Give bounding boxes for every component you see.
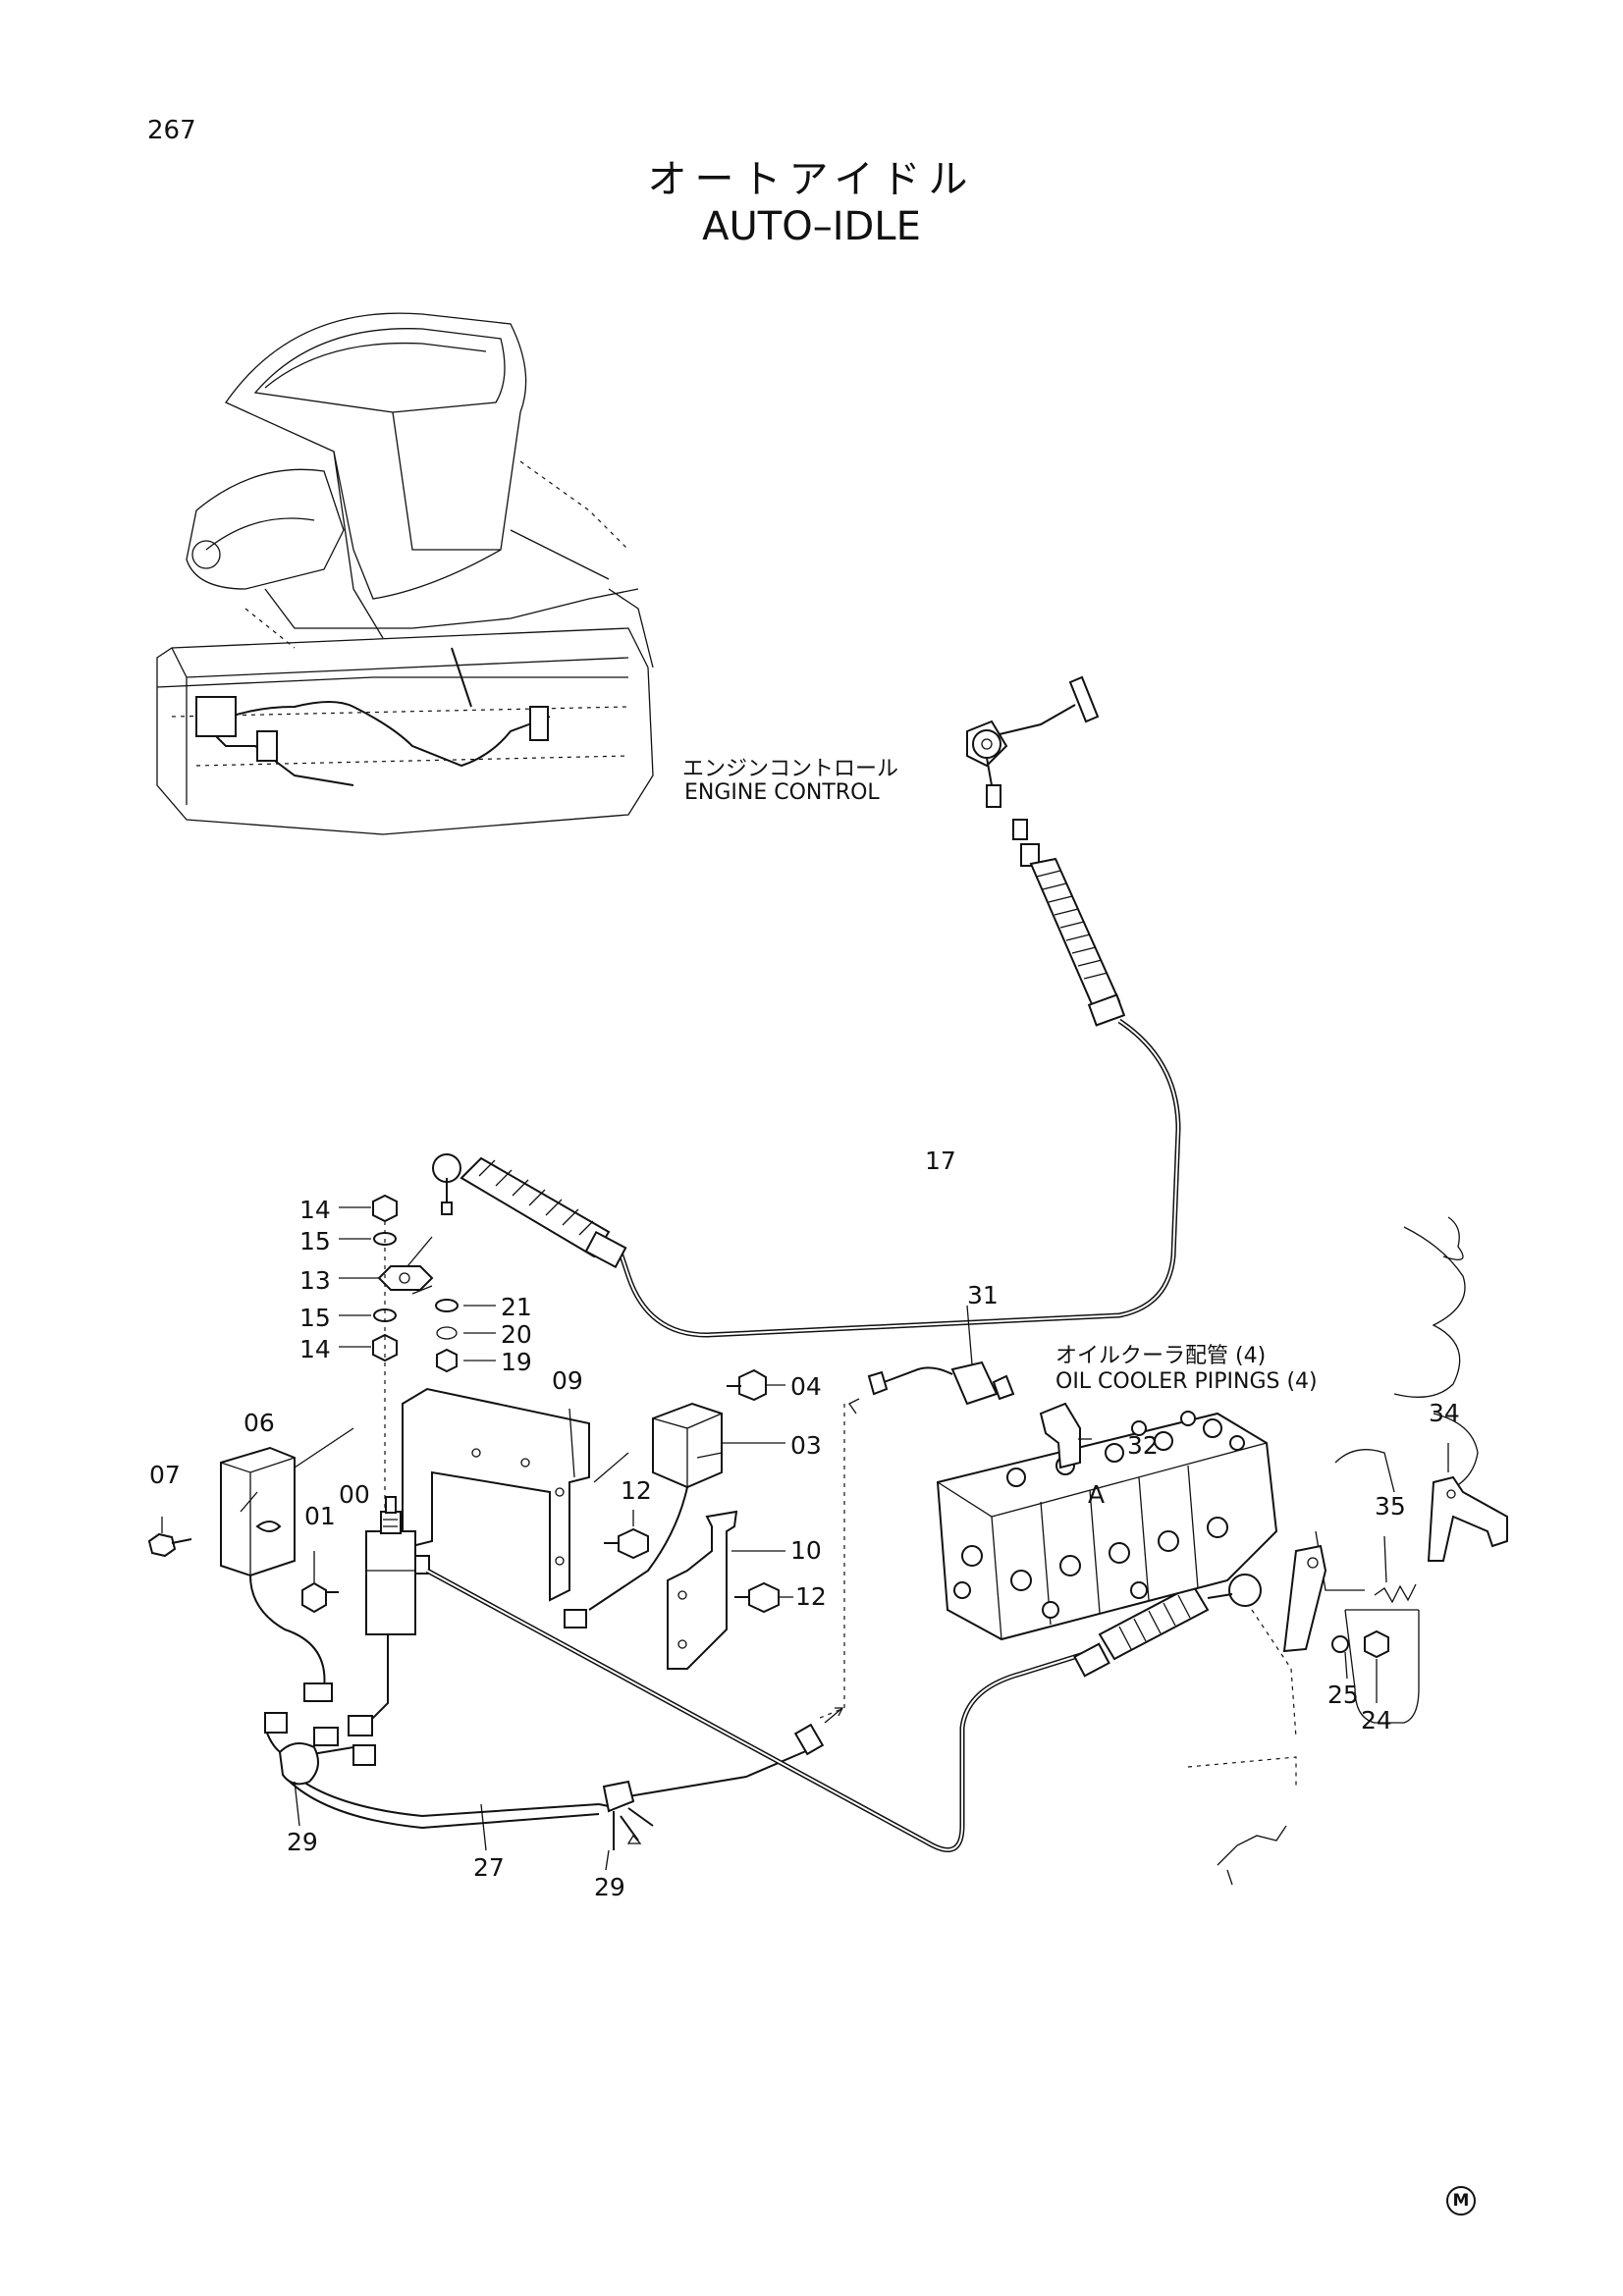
screw-07 <box>147 1517 192 1558</box>
upper-boot <box>1029 857 1126 1027</box>
control-cable-17 <box>432 857 1181 1338</box>
bracket-10 <box>667 1510 785 1670</box>
callout-27: 27 <box>473 1853 505 1882</box>
callout-03: 03 <box>790 1431 822 1460</box>
machine-overview-illustration <box>156 312 654 835</box>
control-valve-assembly <box>936 1402 1278 1641</box>
callout-19: 19 <box>501 1348 532 1376</box>
clamp-29-right <box>602 1780 654 1871</box>
callout-35: 35 <box>1375 1492 1406 1521</box>
clamp-29-left <box>278 1742 319 1827</box>
bracket-09 <box>402 1387 629 1602</box>
callout-10: 10 <box>790 1536 822 1565</box>
bolts-12 <box>604 1510 793 1614</box>
callout-00: 00 <box>339 1480 370 1509</box>
callout-15-upper: 15 <box>299 1227 331 1255</box>
callout-29-right: 29 <box>594 1873 625 1901</box>
callout-06: 06 <box>243 1409 275 1437</box>
page-title-japanese: オートアイドル <box>647 157 976 202</box>
screw-01 <box>301 1551 339 1614</box>
oil-cooler-label-japanese: オイルクーラ配管 (4) <box>1055 1344 1267 1368</box>
hardware-stack <box>339 1194 496 1531</box>
callout-12-upper: 12 <box>621 1476 652 1505</box>
callout-17: 17 <box>925 1147 956 1175</box>
lower-boot <box>432 1153 627 1269</box>
page-number: 267 <box>147 116 196 145</box>
wiring-harness-27 <box>249 1575 844 1851</box>
engine-control-label-english: ENGINE CONTROL <box>684 780 880 805</box>
callout-14-lower: 14 <box>299 1335 331 1363</box>
pump-control-cable <box>425 1568 1262 1852</box>
engine-side-illustration <box>1187 1216 1508 1886</box>
callout-13: 13 <box>299 1266 331 1295</box>
oil-cooler-label-english: OIL COOLER PIPINGS (4) <box>1055 1369 1318 1394</box>
callout-34: 34 <box>1429 1399 1460 1427</box>
callout-04: 04 <box>790 1372 822 1401</box>
callout-32: 32 <box>1127 1431 1159 1460</box>
callout-25: 25 <box>1327 1681 1359 1709</box>
engine-control-lever <box>966 675 1100 867</box>
callout-07: 07 <box>149 1461 181 1489</box>
damper-block-03 <box>564 1402 785 1629</box>
engine-control-label-japanese: エンジンコントロール <box>682 757 899 781</box>
callout-29-left: 29 <box>287 1828 318 1856</box>
callout-12-lower: 12 <box>795 1582 827 1611</box>
registered-mark: M <box>1446 2186 1476 2216</box>
view-a-label: A <box>1088 1480 1106 1509</box>
callout-01: 01 <box>304 1502 336 1530</box>
callout-24: 24 <box>1361 1706 1392 1735</box>
callout-09: 09 <box>552 1366 583 1395</box>
solenoid-00 <box>365 1496 430 1635</box>
callout-20: 20 <box>501 1320 532 1349</box>
callout-15-lower: 15 <box>299 1304 331 1332</box>
callout-14-upper: 14 <box>299 1196 331 1224</box>
bolt-04 <box>727 1368 785 1402</box>
page-title-english: AUTO–IDLE <box>702 204 921 249</box>
callout-31: 31 <box>967 1281 999 1309</box>
callout-21: 21 <box>501 1293 532 1321</box>
cover-06 <box>220 1427 354 1577</box>
pressure-switch-31 <box>819 1305 1015 1719</box>
